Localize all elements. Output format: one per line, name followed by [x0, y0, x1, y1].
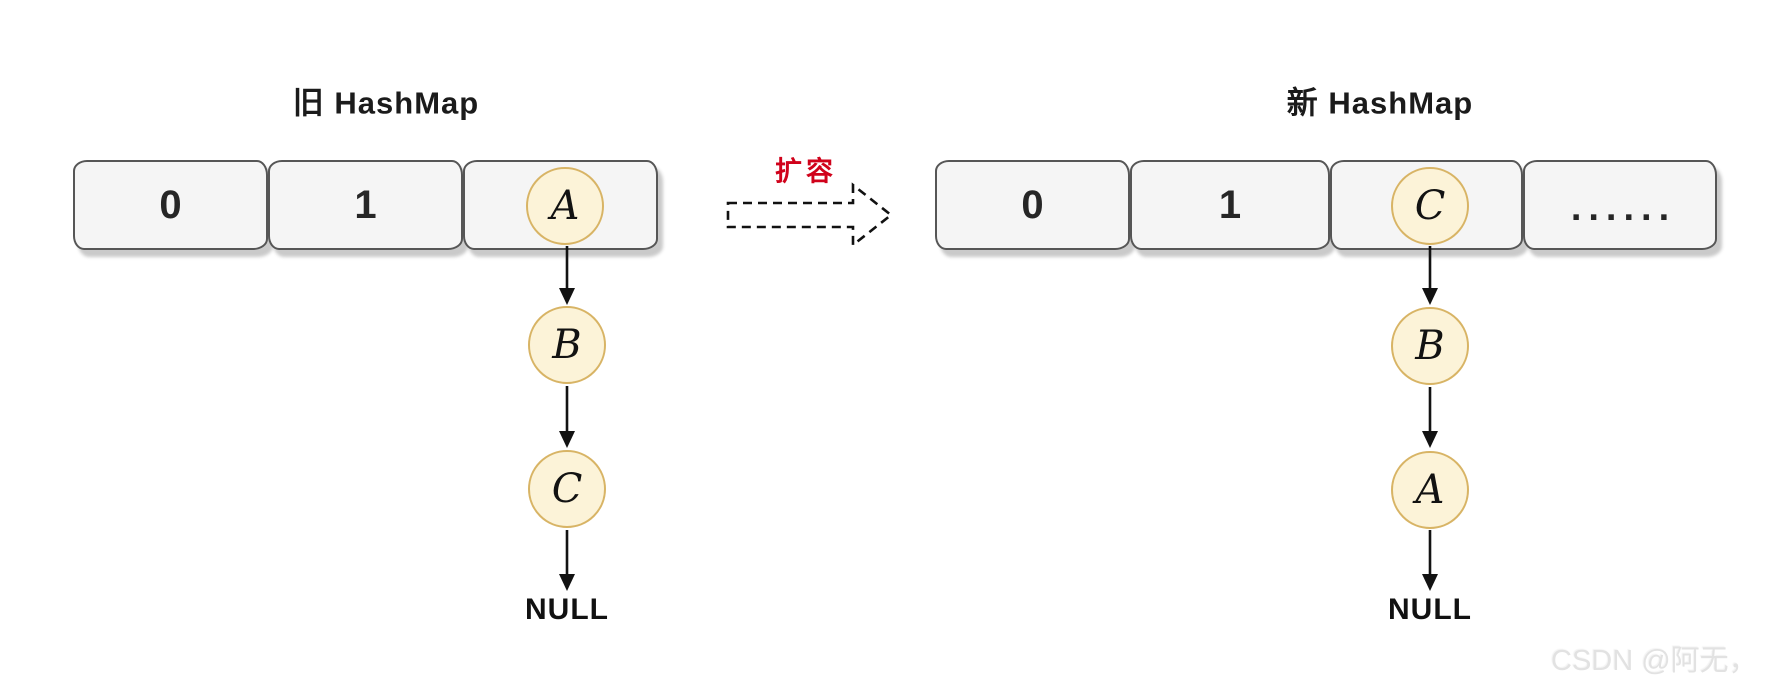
new-chain-node-3: A [1391, 451, 1469, 529]
resize-label: 扩容 [775, 156, 837, 187]
new-bucket-0-label: 0 [1021, 182, 1044, 227]
old-chain-node-3: C [528, 450, 606, 528]
new-bucket-1-label: 1 [1218, 182, 1242, 227]
new-bucket-ellipsis-label: ...... [1570, 186, 1677, 229]
csdn-watermark: CSDN @阿无， [1551, 645, 1758, 677]
old-bucket-1: 1 [268, 160, 463, 250]
old-arrowhead-c-null [559, 574, 575, 591]
new-head-node: C [1391, 167, 1469, 245]
new-bucket-ellipsis: ...... [1523, 160, 1717, 250]
old-arrowhead-b-c [559, 431, 575, 448]
new-bucket-1: 1 [1130, 160, 1330, 250]
new-chain-node-3-label: A [1415, 467, 1445, 513]
old-arrowhead-a-b [559, 288, 575, 305]
new-chain-node-2: B [1391, 307, 1469, 385]
old-null-terminal: NULL [525, 593, 609, 626]
old-chain-node-2-label: B [552, 322, 582, 368]
new-bucket-0: 0 [935, 160, 1130, 250]
old-chain-node-2: B [528, 306, 606, 384]
old-hashmap-title: 旧 HashMap [292, 85, 480, 121]
old-bucket-0-label: 0 [159, 182, 182, 227]
new-null-terminal: NULL [1388, 593, 1472, 626]
new-chain-node-2-label: B [1415, 323, 1445, 369]
old-bucket-1-label: 1 [354, 182, 377, 227]
new-head-node-label: C [1414, 183, 1446, 229]
resize-block-arrow [726, 182, 894, 248]
old-head-node: A [526, 167, 604, 245]
old-head-node-label: A [550, 183, 580, 229]
new-arrowhead-a-null [1422, 574, 1438, 591]
old-chain-node-3-label: C [551, 466, 583, 512]
new-hashmap-title: 新 HashMap [1286, 85, 1474, 121]
old-bucket-0: 0 [73, 160, 268, 250]
new-arrowhead-c-b [1422, 288, 1438, 305]
new-arrowhead-b-a [1422, 431, 1438, 448]
